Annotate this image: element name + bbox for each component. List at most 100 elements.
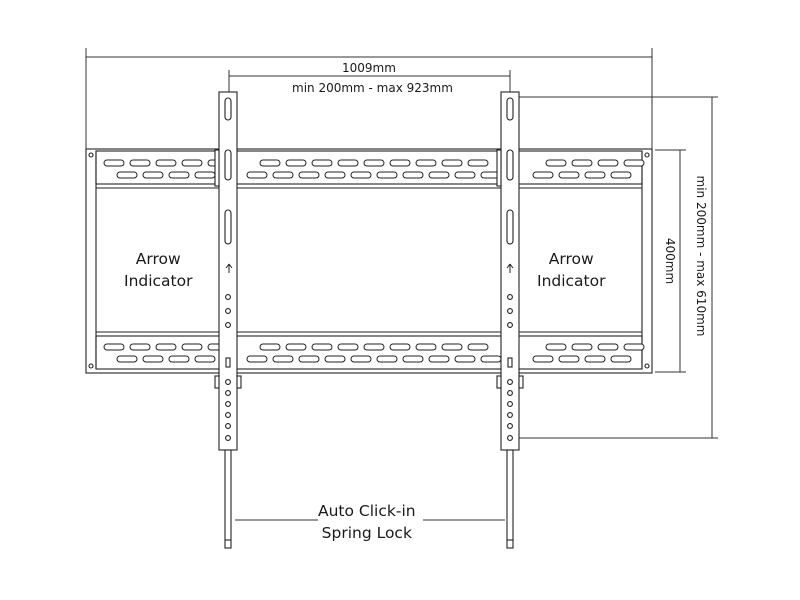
left-arm-slot	[224, 209, 232, 245]
frame-slot	[194, 355, 216, 363]
frame-slot	[597, 159, 619, 167]
left-arm-hole	[225, 322, 231, 328]
frame-slot	[610, 355, 632, 363]
frame-slot	[155, 343, 177, 351]
frame-slot	[168, 171, 190, 179]
left-arrow-callout-line1: Arrow	[135, 250, 181, 268]
frame-slot	[454, 171, 476, 179]
frame-slot	[363, 343, 385, 351]
frame-mounting-hole	[88, 152, 94, 158]
frame-slot	[246, 171, 268, 179]
frame-slot	[181, 343, 203, 351]
frame-slot	[610, 171, 632, 179]
left-arm-hole	[225, 308, 231, 314]
frame-slot	[272, 355, 294, 363]
frame-slot	[103, 159, 125, 167]
left-arrow-callout-line2: Indicator	[124, 272, 193, 290]
frame-slot	[298, 355, 320, 363]
right-arrow-callout-line1: Arrow	[548, 250, 594, 268]
frame-slot	[597, 343, 619, 351]
frame-slot	[363, 159, 385, 167]
frame-slot	[571, 159, 593, 167]
left-arm-hole	[225, 294, 231, 300]
right-arm-hole	[507, 390, 513, 396]
right-arm-slot	[506, 149, 514, 181]
frame-slot	[194, 171, 216, 179]
spring-lock-callout-line1: Auto Click-in	[318, 502, 416, 520]
left-arm-hole	[225, 401, 231, 407]
frame-slot	[285, 159, 307, 167]
left-arm-clip	[236, 375, 242, 389]
frame-slot	[415, 159, 437, 167]
frame-mounting-hole	[644, 363, 650, 369]
right-arm-hole	[507, 294, 513, 300]
frame-height-label: 400mm	[663, 237, 677, 285]
left-arm-body	[218, 91, 238, 451]
frame-slot	[389, 159, 411, 167]
right-arm-clip	[496, 375, 502, 389]
left-arm-hook	[214, 149, 220, 187]
spring-lock-callout: Auto Click-in Spring Lock	[318, 500, 416, 544]
frame-slot	[285, 343, 307, 351]
frame-slot	[584, 355, 606, 363]
left-arrow-indicator-icon	[225, 263, 233, 273]
frame-slot	[116, 355, 138, 363]
left-arm-hole	[225, 412, 231, 418]
frame-slot	[571, 343, 593, 351]
arrow-indicators	[225, 263, 514, 273]
right-arm-clip	[518, 375, 524, 389]
right-arm-hole	[507, 423, 513, 429]
frame-slot	[558, 355, 580, 363]
left-arm-slot	[224, 97, 232, 121]
frame-slot	[376, 171, 398, 179]
left-arm-hole	[225, 423, 231, 429]
spring-lock-callout-line2: Spring Lock	[321, 524, 412, 542]
frame-slot	[402, 171, 424, 179]
overall-width-label: 1009mm	[342, 61, 396, 75]
frame-mounting-hole	[644, 152, 650, 158]
frame-slot	[441, 159, 463, 167]
frame-slot	[428, 171, 450, 179]
frame-slot	[545, 159, 567, 167]
frame-mounting-hole	[88, 363, 94, 369]
left-arm-notch	[225, 357, 231, 368]
frame-slot	[311, 159, 333, 167]
frame-slot	[584, 171, 606, 179]
frame-slot	[168, 355, 190, 363]
frame-slot	[259, 343, 281, 351]
right-arm-slot	[506, 97, 514, 121]
frame-slot	[350, 355, 372, 363]
frame-slot	[428, 355, 450, 363]
frame-slot	[467, 159, 489, 167]
right-arm-slot	[506, 209, 514, 245]
right-arm-hole	[507, 379, 513, 385]
right-arm-hole	[507, 401, 513, 407]
left-spring-lock-rod	[224, 449, 232, 549]
left-arm-clip	[214, 375, 220, 389]
frame-slot	[623, 343, 645, 351]
frame-slot	[298, 171, 320, 179]
left-arrow-callout: Arrow Indicator	[124, 248, 193, 292]
frame-slot	[272, 171, 294, 179]
frame-slot	[142, 355, 164, 363]
frame-slot	[532, 171, 554, 179]
frame-slot	[623, 159, 645, 167]
right-spring-lock-rod	[506, 449, 514, 549]
frame-slot	[389, 343, 411, 351]
right-arm-hole	[507, 308, 513, 314]
vertical-range-label: min 200mm - max 610mm	[694, 175, 708, 337]
frame-slot	[311, 343, 333, 351]
frame-slot	[558, 171, 580, 179]
left-arm-hole	[225, 390, 231, 396]
left-arm-hole	[225, 379, 231, 385]
right-arrow-callout: Arrow Indicator	[537, 248, 606, 292]
frame-slot	[324, 355, 346, 363]
frame-slot	[142, 171, 164, 179]
right-arm-hole	[507, 412, 513, 418]
frame-slot	[129, 159, 151, 167]
frame-slot	[324, 171, 346, 179]
frame-slot	[480, 355, 502, 363]
right-arm-hole	[507, 322, 513, 328]
frame-slot	[545, 343, 567, 351]
